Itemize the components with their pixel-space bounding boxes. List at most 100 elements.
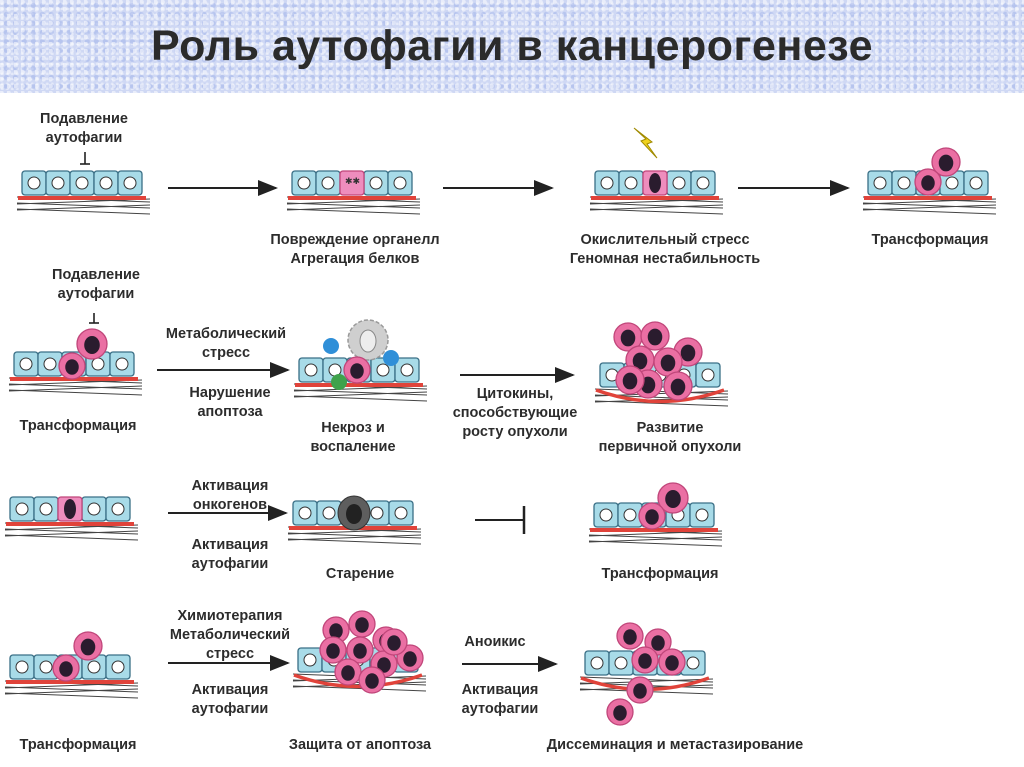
cell-nucleus xyxy=(897,176,911,190)
lightning-icon xyxy=(633,127,658,159)
tissue-transformed-3 xyxy=(588,482,723,547)
cell-nucleus xyxy=(376,363,390,377)
cell-nucleus xyxy=(304,363,318,377)
cell-nucleus xyxy=(297,176,311,190)
tissue-normal xyxy=(16,170,151,215)
label-transform-3: Трансформация xyxy=(601,566,719,582)
label-transform-2: Трансформация xyxy=(19,418,137,434)
cell-nucleus xyxy=(394,506,408,520)
basement-membrane xyxy=(288,196,416,200)
label-senescence: Старение xyxy=(325,566,395,582)
cell-nucleus xyxy=(51,176,65,190)
stroma-fiber xyxy=(862,208,997,215)
stroma-fiber xyxy=(293,389,428,396)
tumor-nucleus xyxy=(613,705,627,721)
tumor-nucleus xyxy=(670,378,686,396)
tissue-senescence xyxy=(287,495,422,545)
tumor-nucleus xyxy=(623,629,637,645)
tissue-primary-tumor xyxy=(594,321,729,407)
tumor-nucleus xyxy=(680,344,696,362)
tumor-nucleus xyxy=(645,509,659,525)
stroma-fiber xyxy=(16,204,151,211)
label-anoikis: Аноикис xyxy=(464,634,526,650)
stroma-fiber xyxy=(594,388,729,395)
cell-nucleus xyxy=(873,176,887,190)
cell-nucleus xyxy=(623,508,637,522)
cell-nucleus xyxy=(701,368,715,382)
cell-nucleus xyxy=(15,660,29,674)
basement-membrane xyxy=(18,196,146,200)
stroma-fiber xyxy=(4,534,139,541)
stroma-fiber xyxy=(588,540,723,547)
tumor-nucleus xyxy=(65,359,79,375)
tissue-apoptosis-protection xyxy=(292,610,427,694)
stroma-fiber xyxy=(588,536,723,543)
stroma-fiber xyxy=(4,686,139,693)
cell-nucleus xyxy=(87,660,101,674)
cell-nucleus xyxy=(599,508,613,522)
tissue-transformed-4 xyxy=(4,631,139,699)
tumor-nucleus xyxy=(921,175,935,191)
stroma-fiber xyxy=(588,534,723,541)
tumor-nucleus xyxy=(353,643,367,659)
cell-nucleus xyxy=(19,357,33,371)
cell-nucleus xyxy=(369,176,383,190)
cell-nucleus xyxy=(672,176,686,190)
stroma-fiber xyxy=(4,528,139,535)
cell-nucleus xyxy=(123,176,137,190)
stroma-fiber xyxy=(594,400,729,407)
page-title: Роль аутофагии в канцерогенезе xyxy=(151,22,873,70)
cell-nucleus xyxy=(303,653,317,667)
cell-nucleus xyxy=(111,660,125,674)
stroma-fiber xyxy=(4,692,139,699)
tumor-nucleus xyxy=(665,490,681,508)
tissue-oxidative xyxy=(589,170,724,215)
cell-nucleus xyxy=(87,502,101,516)
cell-nucleus xyxy=(590,656,604,670)
oncogene-nucleus xyxy=(64,499,76,519)
tumor-nucleus xyxy=(84,336,100,354)
basement-membrane xyxy=(595,388,725,404)
tissue-transformed-2 xyxy=(8,328,143,396)
stroma-fiber xyxy=(293,395,428,402)
stroma-fiber xyxy=(287,534,422,541)
cell-nucleus xyxy=(624,176,638,190)
immune-cell xyxy=(383,350,399,366)
tissue-damaged: ✱✱ xyxy=(286,170,421,215)
stroma-fiber xyxy=(589,204,724,211)
cell-nucleus xyxy=(43,357,57,371)
immune-cell xyxy=(331,374,347,390)
label-transform-4: Трансформация xyxy=(19,737,137,753)
cell-nucleus xyxy=(99,176,113,190)
stroma-fiber xyxy=(287,532,422,539)
stroma-fiber xyxy=(286,204,421,211)
senescent-nucleus xyxy=(346,504,362,524)
cell-nucleus xyxy=(111,502,125,516)
title-banner xyxy=(0,0,1024,93)
tumor-nucleus xyxy=(355,617,369,633)
immune-cell xyxy=(323,338,339,354)
necrotic-nucleus xyxy=(359,329,377,353)
stroma-fiber xyxy=(16,208,151,215)
stroma-fiber xyxy=(589,202,724,209)
cell-nucleus xyxy=(695,508,709,522)
tumor-nucleus xyxy=(633,683,647,699)
tumor-nucleus xyxy=(938,154,954,172)
tumor-nucleus xyxy=(632,352,648,370)
stressed-nucleus xyxy=(649,173,661,193)
tumor-nucleus xyxy=(80,638,96,656)
stroma-fiber xyxy=(589,208,724,215)
stroma-fiber xyxy=(8,389,143,396)
cell-nucleus xyxy=(39,502,53,516)
damaged-cell xyxy=(339,170,365,196)
